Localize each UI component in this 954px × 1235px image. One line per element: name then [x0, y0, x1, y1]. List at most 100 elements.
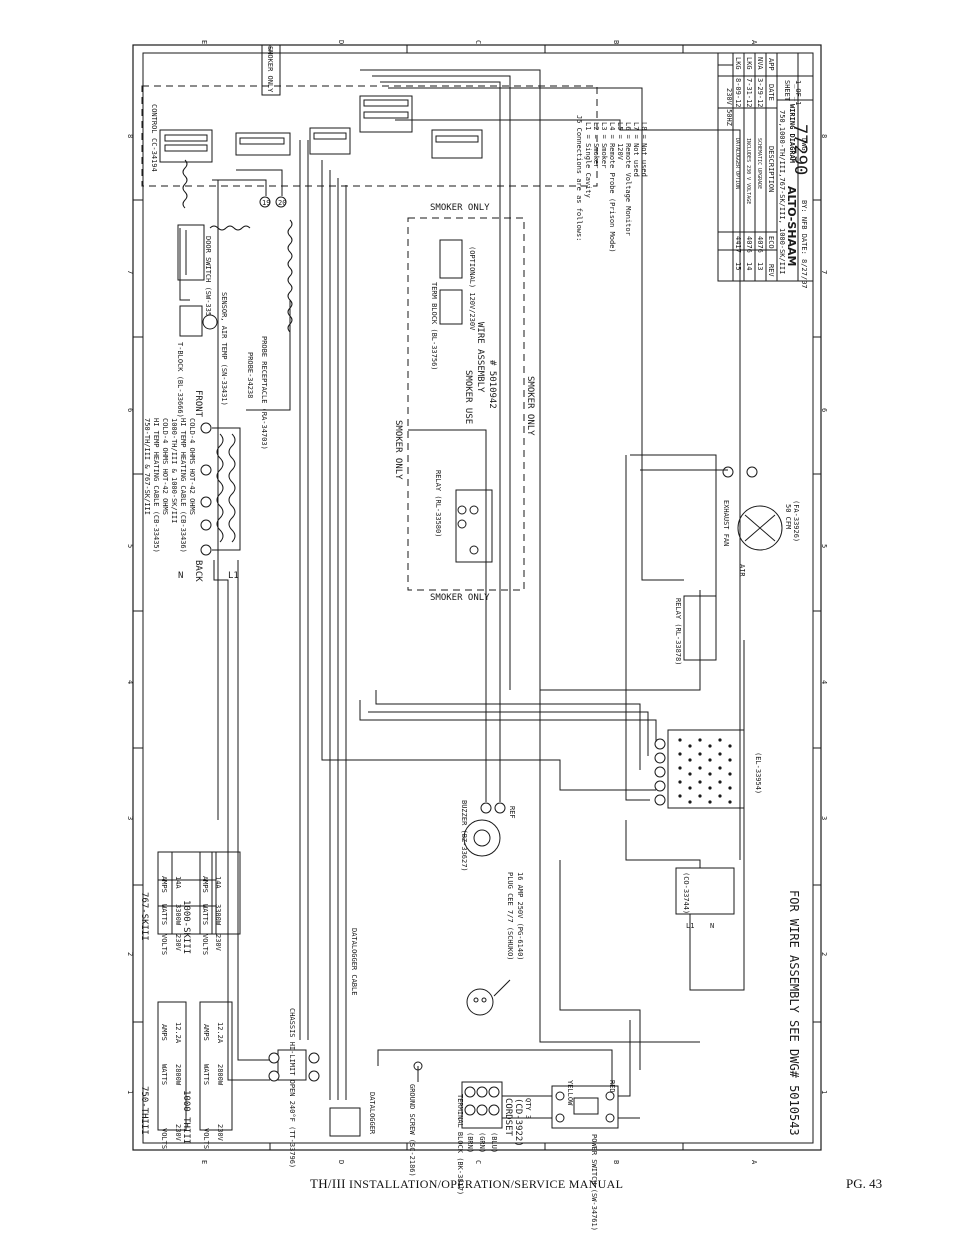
- rev-15-number: 15: [734, 262, 742, 270]
- page-footer: TH/III INSTALLATION/OPERATION/SERVICE MA…: [0, 1174, 954, 1198]
- door-switch-terminal-19: 19: [262, 199, 270, 207]
- smoker-only-top-label: SMOKER ONLY: [266, 46, 274, 93]
- buzzer: BUZZER (BZ-33627) REF: [460, 800, 516, 872]
- heating-cable-text-6: COLD-4 OHMS HOT-42 OHMS: [188, 418, 196, 515]
- terminal-block-label: TERMINAL BLOCK (BK-3817): [456, 1094, 464, 1195]
- table-1000sk-h-watts: WATTS: [201, 904, 209, 925]
- front-label: FRONT: [193, 390, 203, 418]
- rev-13-eco: 4076: [756, 236, 764, 253]
- cordset-part: (CD-3922): [513, 1098, 523, 1147]
- manual-title-main: TH/III: [310, 1176, 346, 1191]
- main-relay: RELAY (RL-33878): [674, 595, 717, 665]
- back-label: BACK: [193, 560, 203, 582]
- header-eco: ECO: [767, 236, 775, 249]
- table-1000th-v-watts: 2800W: [216, 1064, 224, 1086]
- table-1000th-h-amps: AMPS: [202, 1024, 210, 1041]
- rev-14-number: 14: [745, 262, 753, 270]
- cordset-qty: QTY 3: [524, 1098, 532, 1119]
- chassis-hi-limit-label: CHASSIS HI-LIMIT OPEN 240°F (TT-33796): [288, 1008, 296, 1168]
- rev-14-date: 7-31-12: [745, 78, 753, 108]
- header-description: DESCRIPTION: [767, 146, 775, 192]
- contactor: (CO-33744) L1 N: [675, 867, 735, 930]
- table-767-title: 767-SKIII: [139, 892, 149, 941]
- drawing-title: WIRING DIAGRAM: [788, 104, 796, 163]
- zone-letter-E-top: E: [200, 40, 208, 44]
- zone-letter-A-bottom: A: [750, 1160, 758, 1165]
- company-logo: ALTO-SHAAM: [785, 186, 798, 266]
- table-750-h-volts: VOLTS: [160, 1128, 168, 1149]
- rev-13-number: 13: [756, 262, 764, 270]
- table-1000th-title: 1000-THIII: [181, 1090, 191, 1144]
- wiring-lines: [179, 69, 745, 1119]
- control-board: CONTROL CC-34194: [141, 85, 598, 187]
- table-1000th-v-volts: 230V: [216, 1124, 224, 1142]
- l1-label: L1: [228, 571, 239, 581]
- zone-number-7-right: 7: [820, 270, 828, 274]
- notes-line-5: L5 = 120V: [616, 122, 624, 161]
- sensor-air-temp-label: SENSOR, AIR TEMP (SN-33431): [220, 292, 228, 406]
- table-750-title: 750-THIII: [139, 1086, 149, 1135]
- heating-cable-text-2: HI TEMP HEATING CABLE (CB-33435): [152, 418, 160, 553]
- zone-letter-A-top: A: [750, 40, 758, 45]
- plug: PLUG CEE 7/7 (SCHUKO) 16 AMP 250V (PG-61…: [466, 872, 524, 1016]
- page-number: PG. 43: [846, 1176, 883, 1191]
- table-767-v-volts: 230V: [174, 934, 182, 952]
- smoker-wire-assembly-line-3: # 5010942: [487, 360, 497, 409]
- plug-label-2: 16 AMP 250V (PG-6140): [516, 872, 524, 961]
- header-rev: REV: [767, 264, 775, 277]
- smoker-only-box-bottom-label: SMOKER ONLY: [430, 593, 490, 603]
- table-767-v-watts: 3300W: [174, 904, 182, 926]
- smoker-only-box: SMOKER ONLY SMOKER ONLY SMOKER ONLY SMOK…: [393, 203, 535, 603]
- plug-label-1: PLUG CEE 7/7 (SCHUKO): [506, 872, 514, 961]
- manual-title: TH/III INSTALLATION/OPERATION/SERVICE MA…: [310, 1176, 623, 1192]
- main-relay-label: RELAY (RL-33878): [674, 598, 682, 665]
- zone-letter-C-top: C: [474, 40, 482, 44]
- smoker-wire-assembly-line-2: WIRE ASSEMBLY: [475, 322, 485, 393]
- ground-screw-label: GROUND SCREW (SC-2186): [408, 1084, 416, 1177]
- probe: PROBE-34238 PROBE RECEPTACLE (RA-34703): [246, 336, 268, 450]
- spec-table-750-thiii: 750-THIII VOLTS WATTS AMPS 230V 2800W 12…: [139, 1001, 187, 1149]
- table-1000sk-h-volts: VOLTS: [201, 934, 209, 955]
- notes-line-8: L8 = Not used: [640, 122, 648, 177]
- zone-number-7-left: 7: [126, 270, 134, 274]
- table-767-h-volts: VOLTS: [160, 934, 168, 955]
- buzzer-label: BUZZER (BZ-33627): [460, 800, 468, 872]
- rev-13-date: 3-29-12: [756, 78, 764, 108]
- zone-number-5-right: 5: [820, 544, 828, 548]
- table-767-v-amps: 14A: [174, 876, 182, 889]
- table-1000th-h-volts: VOLTS: [202, 1128, 210, 1149]
- table-750-h-watts: WATTS: [160, 1064, 168, 1085]
- probe-receptacle-label: PROBE RECEPTACLE (RA-34703): [260, 336, 268, 450]
- wire-color-brn: (BRN): [466, 1132, 474, 1153]
- notes-line-4: L4 = Remote Probe (Prison Mode): [608, 122, 616, 253]
- notes-line-7: L7 = Not used: [632, 122, 640, 177]
- table-1000sk-h-amps: AMPS: [201, 876, 209, 893]
- heating-cable-text-3: COLD-4 OHMS HOT-42 OHMS: [161, 418, 169, 515]
- power-switch: POWER SWITCH (SW-34761) YELLOW RED: [551, 1080, 619, 1231]
- heating-cable: FRONT BACK N L1 750-TH/III & 767-SK/III …: [143, 390, 241, 582]
- connector-pins: [164, 99, 479, 152]
- sheet-value: 1_OF_1: [794, 80, 802, 105]
- door-switch-terminal-20: 20: [278, 199, 286, 207]
- zone-number-1-left: 1: [126, 1090, 134, 1094]
- manual-title-rest: INSTALLATION/OPERATION/SERVICE MANUAL: [349, 1177, 624, 1191]
- table-1000th-h-watts: WATTS: [202, 1064, 210, 1085]
- zone-number-8-left: 8: [126, 134, 134, 138]
- header-date: DATE: [767, 84, 775, 101]
- air-flow-label: AIR: [738, 564, 746, 577]
- table-1000sk-title: 1000-SKIII: [181, 900, 191, 954]
- control-part: CC-34194: [150, 138, 158, 172]
- zone-letter-B-top: B: [612, 40, 620, 44]
- revision-headers: REV ECO DESCRIPTION DATE APP: [767, 58, 775, 277]
- rev-15-eco: 4417: [734, 236, 742, 253]
- revision-row-14: 14 4076 INCLUDES 230 V VOLTAGE 7-31-12 L…: [745, 57, 753, 270]
- zone-letter-B-bottom: B: [612, 1160, 620, 1164]
- n-label: N: [178, 571, 183, 581]
- rev-14-app: LKG: [745, 57, 753, 70]
- door-switch: DOOR SWITCH (SW-33589) 19 20: [177, 196, 287, 329]
- twisted-pair-sensor: [182, 159, 188, 209]
- red-label: RED: [608, 1080, 616, 1093]
- rev-13-description: SCHEMATIC UPGRADE: [756, 138, 762, 189]
- rev-14-eco: 4076: [745, 236, 753, 253]
- zone-number-3-right: 3: [820, 816, 828, 820]
